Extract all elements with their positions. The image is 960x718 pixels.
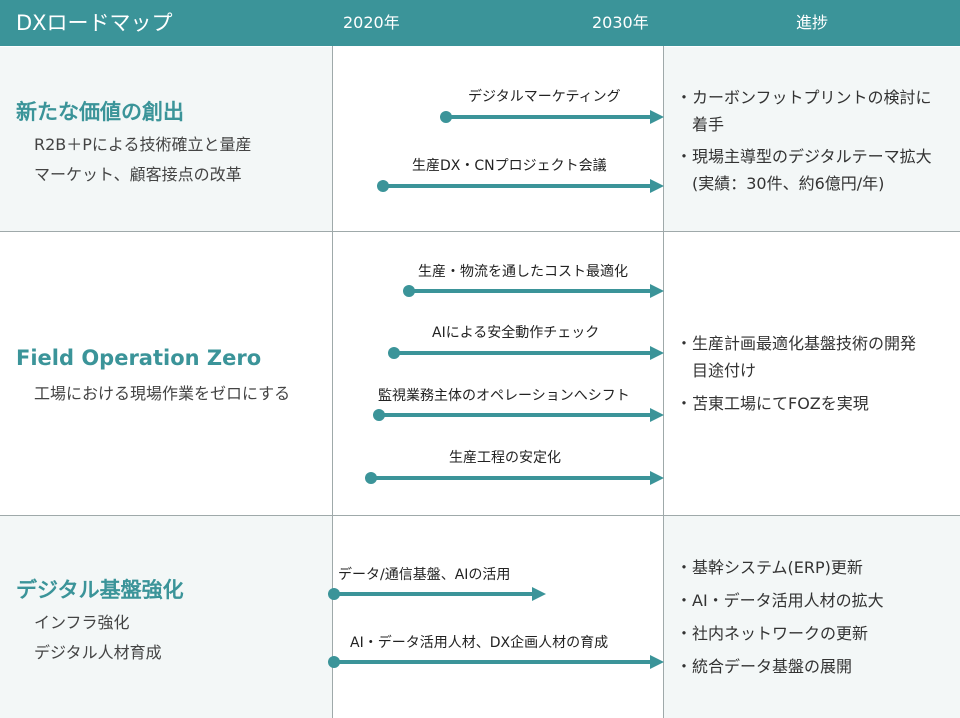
section-subtitle: マーケット、顧客接点の改革	[34, 165, 242, 184]
timeline-label: 監視業務主体のオペレーションへシフト	[378, 388, 630, 404]
section-title: 新たな価値の創出	[16, 100, 184, 124]
section-row-digital-foundation	[0, 516, 960, 718]
timeline-label: データ/通信基盤、AIの活用	[338, 567, 511, 583]
timeline-label: AI・データ活用人材、DX企画人材の育成	[350, 635, 609, 651]
progress-item: ・苫東工場にてFOZを実現	[676, 394, 869, 413]
progress-item: ・基幹システム(ERP)更新	[676, 558, 863, 577]
column-header-2030: 2030年	[592, 13, 649, 32]
section-subtitle: インフラ強化	[34, 613, 130, 632]
timeline-label: 生産DX・CNプロジェクト会議	[412, 158, 607, 174]
column-header-progress: 進捗	[796, 13, 829, 32]
section-subtitle: R2B＋Pによる技術確立と量産	[34, 135, 252, 154]
timeline-arrow	[388, 346, 664, 360]
progress-item: ・AI・データ活用人材の拡大	[676, 591, 884, 610]
progress-item-cont: (実績：30件、約6億円/年)	[676, 174, 885, 193]
timeline-arrow	[365, 471, 664, 485]
timeline-label: 生産・物流を通したコスト最適化	[418, 264, 628, 280]
progress-item: ・生産計画最適化基盤技術の開発	[676, 334, 917, 353]
timeline-arrow	[328, 655, 664, 669]
row-divider	[0, 515, 960, 516]
grid-line-2030	[663, 46, 664, 718]
progress-item-cont: 目途付け	[676, 361, 757, 380]
section-subtitle: デジタル人材育成	[34, 643, 162, 662]
timeline-label: 生産工程の安定化	[449, 450, 561, 466]
section-row-value-creation	[0, 47, 960, 231]
roadmap-title: DXロードマップ	[16, 11, 173, 35]
progress-item: ・カーボンフットプリントの検討に	[676, 88, 932, 107]
column-header-2020: 2020年	[343, 13, 400, 32]
timeline-arrow	[440, 110, 664, 124]
section-title: Field Operation Zero	[16, 346, 262, 370]
section-subtitle: 工場における現場作業をゼロにする	[34, 384, 291, 403]
progress-item-cont: 着手	[676, 115, 725, 134]
timeline-arrow	[403, 284, 664, 298]
timeline-label: デジタルマーケティング	[468, 89, 621, 105]
row-divider	[0, 231, 960, 232]
timeline-arrow	[377, 179, 664, 193]
roadmap-header: DXロードマップ 2020年 2030年 進捗	[0, 0, 960, 46]
grid-line-2020	[332, 46, 333, 718]
section-row-field-operation-zero	[0, 232, 960, 515]
timeline-label: AIによる安全動作チェック	[432, 325, 600, 341]
progress-item: ・現場主導型のデジタルテーマ拡大	[676, 147, 932, 166]
section-title: デジタル基盤強化	[16, 578, 184, 602]
timeline-arrow	[373, 408, 664, 422]
progress-item: ・統合データ基盤の展開	[676, 657, 853, 676]
timeline-arrow	[328, 587, 546, 601]
progress-item: ・社内ネットワークの更新	[676, 624, 869, 643]
